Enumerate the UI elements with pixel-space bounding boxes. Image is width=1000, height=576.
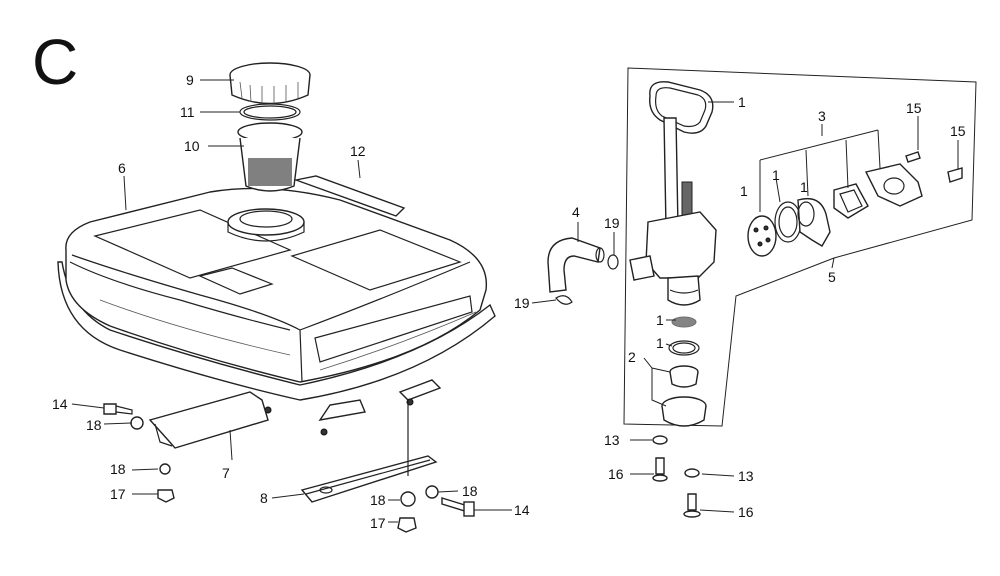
callout-13-left: 13 bbox=[604, 432, 620, 448]
callout-1-top: 1 bbox=[738, 94, 746, 110]
callout-15-a: 15 bbox=[906, 100, 922, 116]
callout-14-left: 14 bbox=[52, 396, 68, 412]
tank-bracket-right bbox=[300, 455, 438, 503]
bolt-14-right bbox=[441, 497, 475, 517]
callout-1-side-b: 1 bbox=[772, 167, 780, 183]
callout-16-right: 16 bbox=[738, 504, 754, 520]
valve-side-parts bbox=[747, 163, 923, 257]
callout-19-upper: 19 bbox=[604, 215, 620, 231]
sediment-bowl-parts bbox=[661, 316, 707, 427]
fuel-line bbox=[547, 237, 605, 293]
callout-1-bowl-b: 1 bbox=[656, 335, 664, 351]
callout-5: 5 bbox=[828, 269, 836, 285]
callout-9: 9 bbox=[186, 72, 194, 88]
screw-15-a bbox=[905, 151, 921, 163]
callout-3: 3 bbox=[818, 108, 826, 124]
callout-18-left: 18 bbox=[86, 417, 102, 433]
washer-18-mid bbox=[159, 463, 171, 475]
callout-13-right: 13 bbox=[738, 468, 754, 484]
assembly-5-boundary bbox=[623, 67, 977, 427]
cap-gasket bbox=[239, 103, 301, 121]
bolt-14-left bbox=[103, 403, 133, 415]
section-letter: C bbox=[32, 26, 78, 98]
callout-15-b: 15 bbox=[950, 123, 966, 139]
washer-13-left bbox=[652, 435, 668, 445]
callout-19-lower: 19 bbox=[514, 295, 530, 311]
callout-11: 11 bbox=[180, 104, 195, 120]
bolt-16-left bbox=[652, 457, 668, 482]
callout-4: 4 bbox=[572, 204, 580, 220]
clip-19-upper bbox=[607, 254, 619, 270]
callout-1-bowl-a: 1 bbox=[656, 312, 664, 328]
callout-1-side-a: 1 bbox=[740, 183, 748, 199]
nut-17-left bbox=[157, 489, 175, 503]
fuel-tank bbox=[57, 187, 496, 436]
callout-18-mid: 18 bbox=[110, 461, 126, 477]
callout-17-left: 17 bbox=[110, 486, 126, 502]
callout-18-right: 18 bbox=[462, 483, 478, 499]
fuel-cap bbox=[229, 62, 311, 105]
screw-15-b bbox=[947, 167, 963, 183]
washer-18-lower bbox=[400, 491, 416, 507]
tank-bracket-left bbox=[148, 391, 269, 449]
callout-numbers: 9 11 10 6 12 14 18 7 18 17 8 18 17 18 14… bbox=[52, 72, 966, 531]
washer-18-right bbox=[425, 485, 439, 499]
callout-8: 8 bbox=[260, 490, 268, 506]
clip-19-lower bbox=[555, 295, 573, 305]
callout-10: 10 bbox=[184, 138, 200, 154]
fuel-valve bbox=[629, 117, 717, 306]
callout-7: 7 bbox=[222, 465, 230, 481]
callout-17-lower: 17 bbox=[370, 515, 386, 531]
callout-18-lower: 18 bbox=[370, 492, 386, 508]
bolt-16-right bbox=[683, 493, 701, 518]
washer-13-right bbox=[684, 468, 700, 478]
callout-16-left: 16 bbox=[608, 466, 624, 482]
callout-1-side-c: 1 bbox=[800, 179, 808, 195]
callout-2: 2 bbox=[628, 349, 636, 365]
fuel-strainer bbox=[237, 122, 303, 192]
callout-12: 12 bbox=[350, 143, 366, 159]
leader-lines bbox=[71, 79, 959, 523]
nut-17-lower bbox=[397, 517, 417, 533]
washer-18-left bbox=[130, 416, 144, 430]
callout-6: 6 bbox=[118, 160, 126, 176]
callout-14-right: 14 bbox=[514, 502, 530, 518]
tank-strip bbox=[293, 175, 406, 217]
